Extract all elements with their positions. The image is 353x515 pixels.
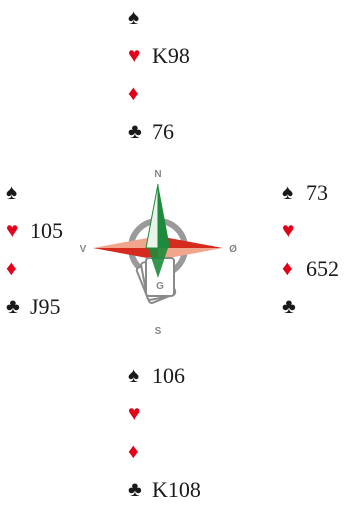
south-hearts-row: ♥ [128,401,201,426]
south-spades-cards: 106 [152,365,185,387]
heart-icon: ♥ [128,403,152,424]
south-diamonds-row: ♦ [128,439,201,464]
east-diamonds-cards: 652 [306,258,339,280]
east-spades-row: ♠ 73 [282,180,339,205]
north-clubs-row: ♣ 76 [128,119,190,144]
diamond-icon: ♦ [128,83,152,104]
east-clubs-row: ♣ [282,294,339,319]
west-spades-row: ♠ [6,180,63,205]
east-diamonds-row: ♦ 652 [282,256,339,281]
south-clubs-cards: K108 [152,479,201,501]
spade-icon: ♠ [128,7,152,28]
club-icon: ♣ [128,121,152,142]
club-icon: ♣ [6,296,30,317]
east-hearts-row: ♥ [282,218,339,243]
south-clubs-row: ♣ K108 [128,477,201,502]
north-hearts-cards: K98 [152,45,190,67]
west-hand: ♠ ♥ 105 ♦ ♣ J95 [6,180,63,332]
compass-north-arm-dark [158,184,170,248]
spade-icon: ♠ [6,182,30,203]
heart-icon: ♥ [6,220,30,241]
compass-rose-icon: G N V Ø S [78,166,248,338]
club-icon: ♣ [282,296,306,317]
west-hearts-row: ♥ 105 [6,218,63,243]
heart-icon: ♥ [128,45,152,66]
east-hand: ♠ 73 ♥ ♦ 652 ♣ [282,180,339,332]
west-clubs-row: ♣ J95 [6,294,63,319]
west-hearts-cards: 105 [30,220,63,242]
south-spades-row: ♠ 106 [128,363,201,388]
compass-north-label: N [154,169,161,180]
north-diamonds-row: ♦ [128,81,190,106]
north-spades-row: ♠ [128,5,190,30]
diamond-icon: ♦ [282,258,306,279]
north-hearts-row: ♥ K98 [128,43,190,68]
east-spades-cards: 73 [306,182,328,204]
club-icon: ♣ [128,479,152,500]
north-hand: ♠ ♥ K98 ♦ ♣ 76 [128,5,190,157]
west-clubs-cards: J95 [30,296,61,318]
diamond-icon: ♦ [6,258,30,279]
diamond-icon: ♦ [128,441,152,462]
compass-center-label: G [156,281,164,292]
compass-west-label: V [80,244,87,255]
compass-south-label: S [155,326,162,337]
compass-east-label: Ø [229,244,237,255]
compass-north-arm-light [146,184,158,248]
south-hand: ♠ 106 ♥ ♦ ♣ K108 [128,363,201,515]
heart-icon: ♥ [282,220,306,241]
north-clubs-cards: 76 [152,121,174,143]
spade-icon: ♠ [128,365,152,386]
west-diamonds-row: ♦ [6,256,63,281]
spade-icon: ♠ [282,182,306,203]
